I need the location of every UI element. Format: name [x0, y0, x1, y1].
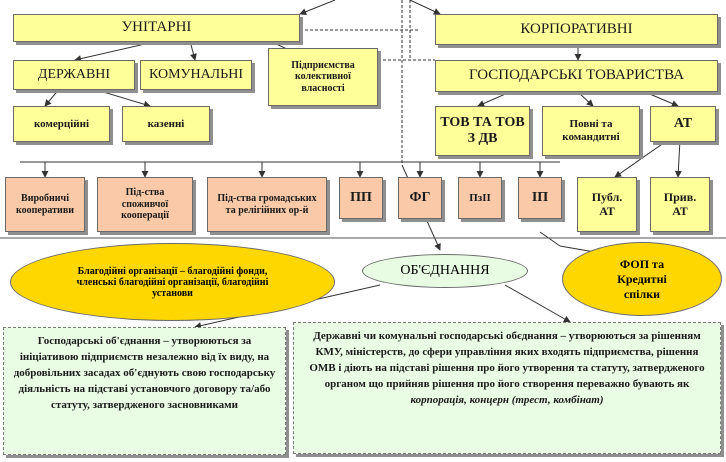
treasury-box: казенні: [122, 106, 210, 142]
arrow-root-corporate: [409, 0, 441, 15]
arrow-root-unitary: [299, 0, 336, 15]
jsc-box: АТ: [650, 106, 716, 142]
pzi-box: ПзІІ: [458, 177, 502, 219]
communal-box: КОМУНАЛЬНІ: [140, 60, 252, 90]
consumer-cooperation-box: Під-ства споживчої кооперації: [97, 177, 193, 232]
fop-credit-unions-oval: ФОП та Кредитні спілки: [562, 242, 722, 316]
ip-box: ІП: [518, 177, 562, 219]
corporate-box: КОРПОРАТИВНІ: [435, 14, 718, 45]
fg-box: ФГ: [398, 177, 442, 219]
production-cooperatives-box: Виробничі кооперативи: [5, 177, 85, 232]
state-assoc-examples: корпорація, концерн (трест, комбінат): [410, 393, 604, 406]
commercial-box: комерційні: [13, 106, 110, 142]
economic-associations-note: Господарські об'єднання – утворюються за…: [3, 327, 286, 455]
llc-box: ТОВ ТА ТОВ З ДВ: [435, 106, 530, 156]
private-jsc-box: Прив. АТ: [650, 177, 710, 232]
collective-ownership-box: Підприємства колективної власності: [268, 48, 378, 106]
associations-oval: ОБ'ЄДНАННЯ: [362, 254, 528, 288]
partnerships-box: Повні та командитні: [542, 106, 640, 156]
business-companies-box: ГОСПОДАРСЬКІ ТОВАРИСТВА: [435, 60, 718, 92]
state-communal-associations-note: Державні чи комунальні господарські обєд…: [293, 322, 721, 454]
public-religious-org-box: Під-ства громадських та релігійних ор-й: [207, 177, 327, 232]
state-assoc-text: Державні чи комунальні господарські обєд…: [309, 330, 705, 390]
public-jsc-box: Публ. АТ: [577, 177, 637, 232]
pp-box: ПП: [339, 177, 383, 219]
unitary-box: УНІТАРНІ: [13, 14, 300, 42]
charity-organizations-oval: Благодійні організації – благодійні фонд…: [10, 243, 335, 321]
state-box: ДЕРЖАВНІ: [13, 60, 135, 90]
